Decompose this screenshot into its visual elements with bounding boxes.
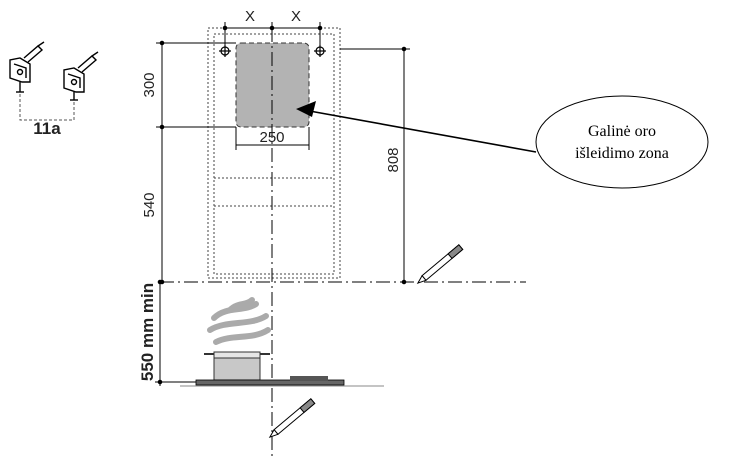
callout-text-line1: Galinė oro <box>588 123 656 140</box>
steam-icon <box>207 297 271 345</box>
pencil-icon <box>416 244 464 285</box>
pot-icon <box>204 351 270 381</box>
dim-540-label: 540 <box>141 192 158 217</box>
bracket-ref-label: 11a <box>33 119 61 138</box>
mounting-hole-icon <box>219 45 231 57</box>
dim-808-label: 808 <box>385 147 402 172</box>
x-right-label: X <box>291 8 301 25</box>
cooktop <box>180 376 384 387</box>
mounting-bracket-icon <box>9 41 45 93</box>
callout-arrowhead <box>296 101 316 117</box>
callout-text-line2: išleidimo zona <box>575 145 669 162</box>
x-left-label: X <box>245 8 255 25</box>
dim-300-label: 300 <box>141 72 158 97</box>
mounting-hole-icon <box>314 45 326 57</box>
hood-panel-lines <box>214 177 334 207</box>
width-dimension <box>235 127 310 150</box>
x-dimension <box>222 22 323 46</box>
callout-bubble <box>535 95 709 189</box>
dim-250-label: 250 <box>259 129 284 146</box>
dim-550-label: 550 mm min <box>138 283 157 381</box>
min-height-dimension <box>155 279 196 386</box>
callout-leader-line <box>303 109 537 153</box>
pencil-icon <box>268 398 316 439</box>
mounting-bracket-icon <box>63 51 99 101</box>
bracket-group-line <box>19 94 75 121</box>
vertical-dimension-left <box>156 40 236 285</box>
